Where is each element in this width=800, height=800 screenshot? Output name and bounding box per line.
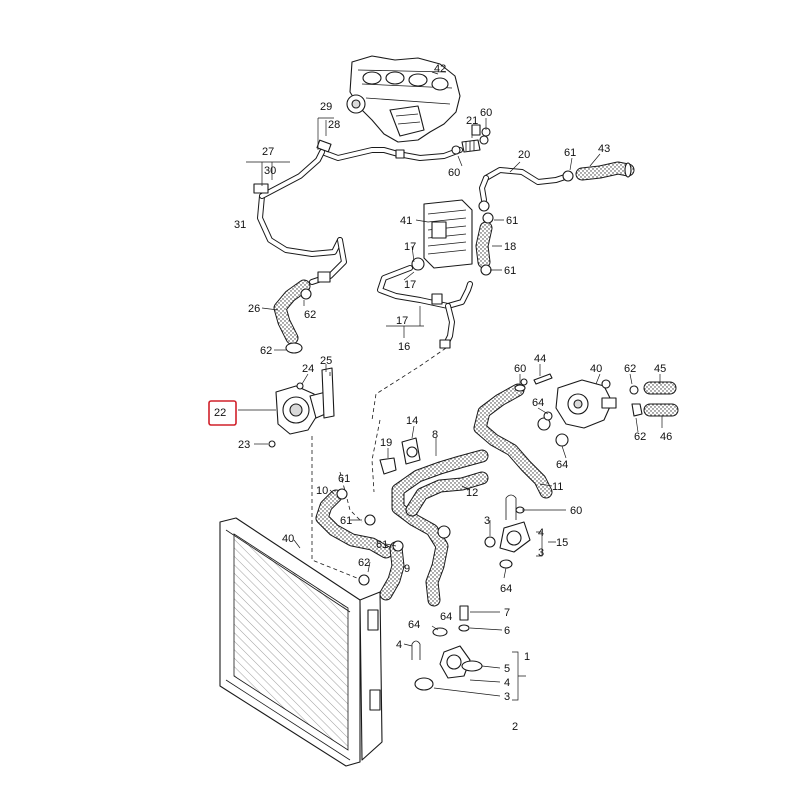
callout-61-cooler-b: 61: [504, 265, 516, 277]
callout-64-housing-b: 64: [556, 459, 568, 471]
coolant-pipe-and-hose-top-right: [478, 161, 635, 212]
callout-43: 43: [598, 143, 610, 155]
callout-3-upper: 3: [484, 515, 490, 527]
callout-17-b: 17: [404, 279, 416, 291]
callout-61-left: 61: [338, 473, 350, 485]
callout-61-lower: 61: [376, 539, 388, 551]
callout-16: 16: [398, 341, 410, 353]
callout-19: 19: [380, 437, 392, 449]
callout-62-lower: 62: [358, 557, 370, 569]
callout-42: 42: [434, 63, 446, 75]
callout-1: 1: [524, 651, 530, 663]
callout-62-upper: 62: [304, 309, 316, 321]
callout-14: 14: [406, 415, 418, 427]
callout-6: 6: [504, 625, 510, 637]
callout-12: 12: [466, 487, 478, 499]
caps-45-46: [629, 381, 679, 417]
banjo-bolt-assembly: [451, 124, 491, 155]
callout-62-housing: 62: [624, 363, 636, 375]
callout-64-housing-a: 64: [532, 397, 544, 409]
callout-4-upper: 4: [538, 527, 544, 539]
callout-40-radiator: 40: [282, 533, 294, 545]
callout-62-cap: 62: [634, 431, 646, 443]
oil-cooler: [411, 199, 473, 271]
callout-10: 10: [316, 485, 328, 497]
callout-18: 18: [504, 241, 516, 253]
assembly-guide-lines: [311, 347, 447, 581]
callout-45: 45: [654, 363, 666, 375]
callout-46: 46: [660, 431, 672, 443]
callout-28: 28: [328, 119, 340, 131]
callout-30: 30: [264, 165, 276, 177]
main-radiator-hose: [391, 449, 489, 607]
callout-11: 11: [552, 481, 563, 493]
exhaust-manifold-turbocharger: [346, 55, 461, 143]
callout-40-housing: 40: [590, 363, 602, 375]
callout-20: 20: [518, 149, 530, 161]
callout-4-lower: 4: [504, 677, 510, 689]
coolant-connector-1: [411, 605, 483, 691]
sensor-44: [520, 373, 553, 386]
radiator: [219, 517, 383, 767]
callout-25: 25: [320, 355, 332, 367]
callout-64-bottom: 64: [440, 611, 452, 623]
callout-5: 5: [504, 663, 510, 675]
coolant-hose-10: [315, 488, 393, 559]
callout-27: 27: [262, 146, 274, 158]
coolant-hose-left: [273, 279, 312, 354]
turbo-coolant-lines: [253, 139, 463, 285]
callout-24: 24: [302, 363, 314, 375]
coolant-hose-9: [358, 540, 405, 601]
callout-61-cooler-a: 61: [506, 215, 518, 227]
callout-61-top: 61: [564, 147, 576, 159]
callout-64-lower: 64: [408, 619, 420, 631]
coolant-connector-15: [484, 494, 531, 569]
callout-62-pump: 62: [260, 345, 272, 357]
callout-60-top: 60: [480, 107, 492, 119]
callout-22: 22: [214, 407, 226, 419]
oil-cooler-hose: [475, 212, 494, 276]
callout-61-mid: 61: [340, 515, 352, 527]
auxiliary-coolant-pump: [268, 367, 335, 448]
oil-cooler-return-pipe: [377, 265, 473, 349]
callout-60-right: 60: [514, 363, 526, 375]
callout-3-lower: 3: [504, 691, 510, 703]
callout-29: 29: [320, 101, 332, 113]
callout-44: 44: [534, 353, 546, 365]
coolant-flange-housing: [537, 379, 617, 447]
callout-60-mid: 60: [448, 167, 460, 179]
callout-26: 26: [248, 303, 260, 315]
hose-clips: [379, 437, 421, 475]
callout-8: 8: [432, 429, 438, 441]
callout-64-connector: 64: [500, 583, 512, 595]
callout-7: 7: [504, 607, 510, 619]
callout-41: 41: [400, 215, 412, 227]
callout-17-a: 17: [404, 241, 416, 253]
coolant-hose-11: [473, 383, 553, 499]
callout-leader-lines: [238, 71, 663, 701]
callout-22-highlight: [208, 400, 237, 426]
callout-9: 9: [404, 563, 410, 575]
callout-labels: 42 29 28 27 30 31 60 21 60 20 61 43 41 6…: [214, 63, 672, 733]
callout-2: 2: [512, 721, 518, 733]
callout-31: 31: [234, 219, 246, 231]
callout-21: 21: [466, 115, 478, 127]
callout-23: 23: [238, 439, 250, 451]
callout-17-c: 17: [396, 315, 408, 327]
callout-15: 15: [556, 537, 568, 549]
callout-4-lower-left: 4: [396, 639, 402, 651]
callout-60-connector: 60: [570, 505, 582, 517]
callout-3-mid: 3: [538, 547, 544, 559]
